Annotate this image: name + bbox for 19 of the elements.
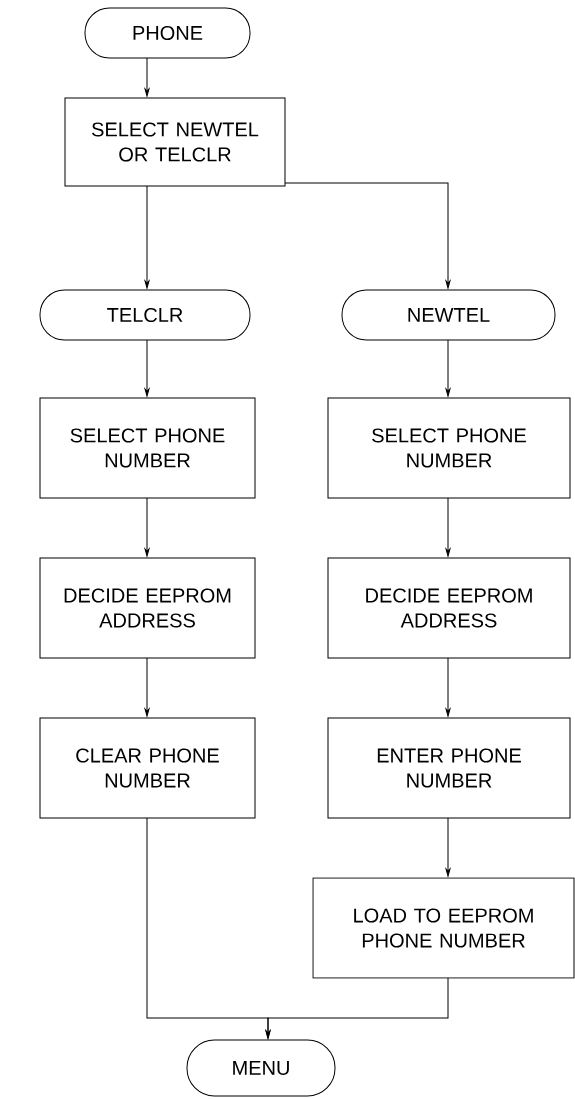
process-box: LOAD TO EEPROM PHONE NUMBER [312,877,575,979]
arrow [144,57,150,97]
arrow [265,977,449,1039]
process-box: SELECT NEWTEL OR TELCLR [64,97,286,187]
arrow [445,657,451,717]
process-box: ENTER PHONE NUMBER [327,717,571,819]
arrow [445,497,451,557]
arrow [144,185,150,289]
arrow [144,657,150,717]
process-box: DECIDE EEPROM ADDRESS [327,557,571,659]
arrow [144,339,150,397]
process-box: SELECT PHONE NUMBER [327,397,571,499]
process-box: DECIDE EEPROM ADDRESS [39,557,256,659]
arrow [445,817,451,877]
process-box: CLEAR PHONE NUMBER [39,717,256,819]
arrow [284,182,451,289]
arrow [144,497,150,557]
arrow [445,339,451,397]
process-box: SELECT PHONE NUMBER [39,397,256,499]
